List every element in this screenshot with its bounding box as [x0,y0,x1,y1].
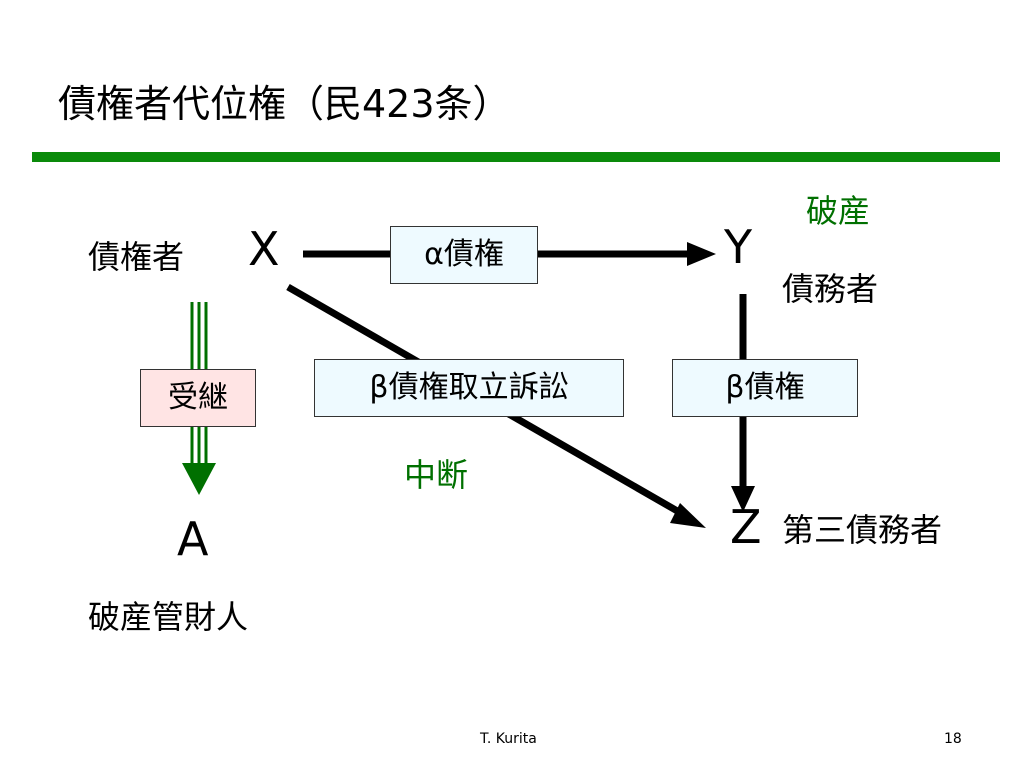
node-x: X [248,222,280,276]
alpha-claim-text: α債権 [424,237,504,272]
footer-author: T. Kurita [480,731,537,747]
beta-claim-text: β債権 [725,370,805,405]
slide-title: 債権者代位権（民423条） [58,82,511,126]
beta-lawsuit-box: β債権取立訴訟 [314,359,624,417]
creditor-label: 債権者 [88,238,185,276]
bankruptcy-label: 破産 [806,192,871,230]
debtor-label: 債務者 [782,270,879,308]
node-a: A [177,512,209,566]
arrowhead-x-to-y [687,242,716,266]
beta-claim-box: β債権 [672,359,858,417]
third-debtor-label: 第三債務者 [782,511,943,549]
arrowhead-y-to-z [731,486,755,512]
beta-lawsuit-text: β債権取立訴訟 [369,370,569,405]
page-number: 18 [944,731,962,747]
alpha-claim-box: α債権 [390,226,538,284]
title-underline [32,152,1000,162]
arrowhead-x-to-z [670,503,706,528]
succession-text: 受継 [168,380,228,415]
node-y: Y [724,220,753,274]
succession-box: 受継 [140,369,256,427]
trustee-label: 破産管財人 [88,598,249,636]
node-z: Z [730,500,762,554]
interruption-label: 中断 [404,456,469,494]
